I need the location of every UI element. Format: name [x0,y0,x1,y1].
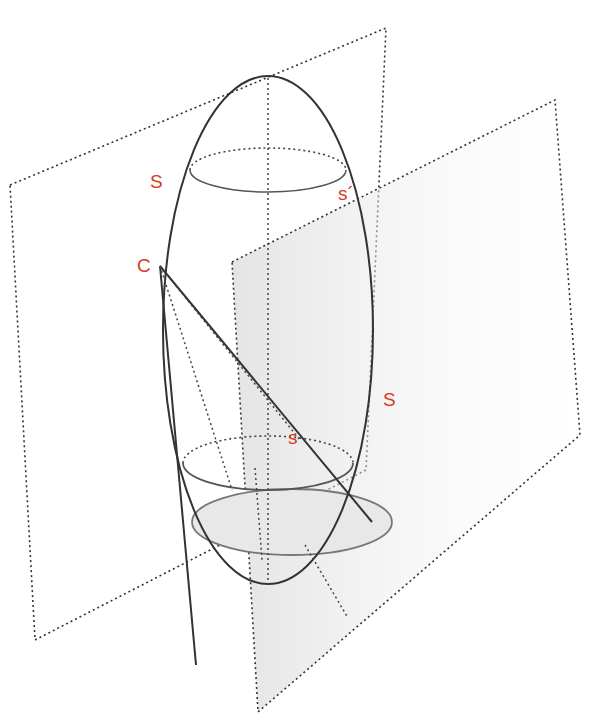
cone-line [160,266,196,665]
ellipsoid [163,76,373,584]
point-label: C [137,256,151,275]
point-label: S [150,172,163,191]
point-label: s [288,428,298,447]
point-label: s´ [338,184,354,203]
point-label: S [383,390,396,409]
base-ellipse [192,489,392,555]
hidden-line [255,468,262,560]
cone-hidden [160,266,232,490]
axis [267,78,269,584]
upper-circle-back [190,148,346,170]
upper-circle [190,170,346,192]
cone-hidden [160,266,300,440]
hidden-line [305,545,348,618]
cone-line [160,266,372,522]
lower-circle-back [183,436,353,463]
